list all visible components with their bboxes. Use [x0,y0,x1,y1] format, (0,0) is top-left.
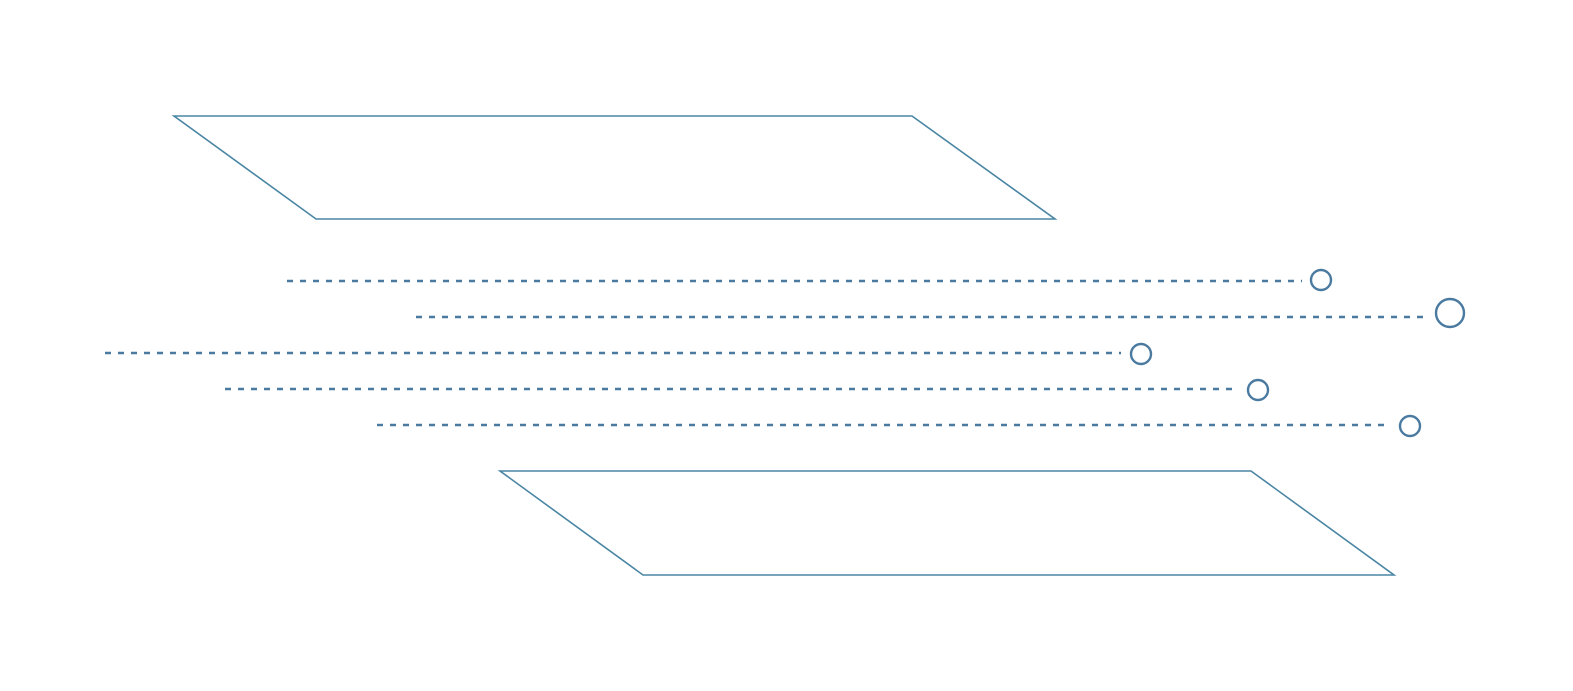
connector-lines-group [105,268,1466,438]
end-node-circle [1398,414,1422,438]
top-parallelogram-panel [171,115,1058,220]
bottom-parallelogram-panel [497,470,1397,576]
connector-line-5 [377,414,1422,438]
end-node-circle [1246,378,1270,402]
connector-line-3 [105,342,1153,366]
connector-line-4 [225,378,1270,402]
connector-line-1 [287,268,1333,292]
end-node-circle [1129,342,1153,366]
end-node-circle [1309,268,1333,292]
end-node-circle [1434,297,1466,329]
connector-line-2 [416,297,1466,329]
